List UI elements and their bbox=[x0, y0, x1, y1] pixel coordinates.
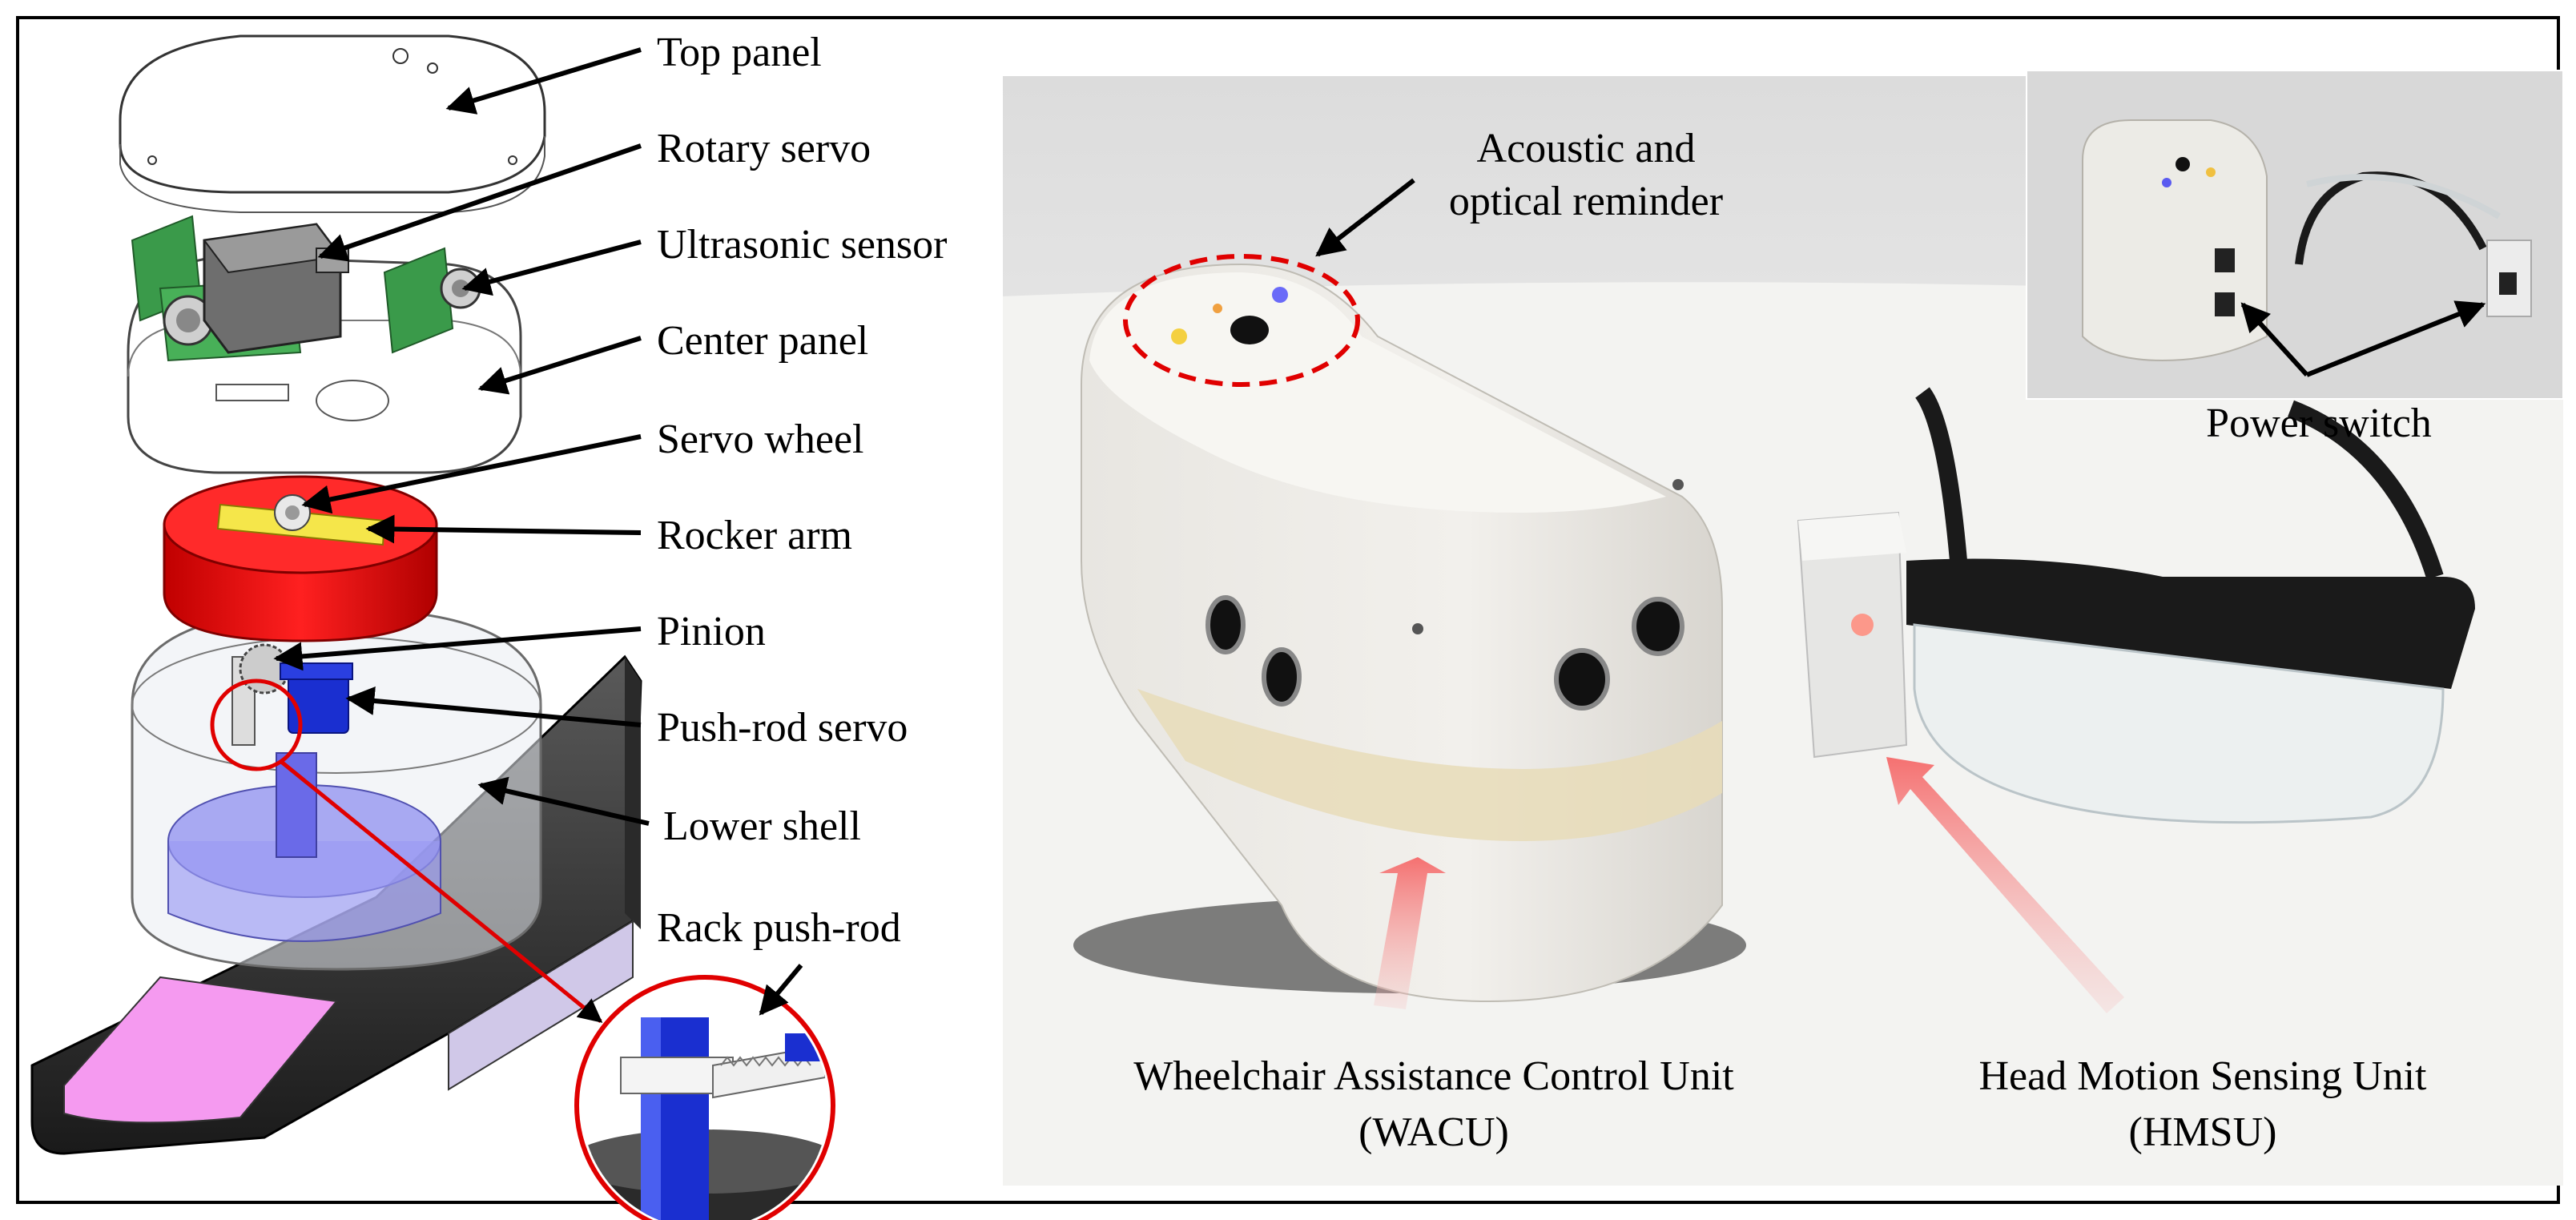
label-center-panel: Center panel bbox=[657, 318, 868, 364]
wacu-ultrasonic-hole-4 bbox=[1632, 597, 1684, 656]
device-photo bbox=[1003, 70, 2564, 1186]
glasses-frame bbox=[1906, 558, 2475, 689]
reminder-callout-ellipse bbox=[1123, 254, 1360, 387]
pink-pad bbox=[63, 976, 338, 1124]
glasses-lens bbox=[1913, 623, 2445, 824]
label-hmsu-line1: Head Motion Sensing Unit bbox=[1979, 1053, 2428, 1099]
red-rotor bbox=[163, 475, 438, 642]
detail-callout-circle bbox=[210, 678, 303, 771]
inset-wacu-switch bbox=[2215, 248, 2235, 272]
label-servo-wheel: Servo wheel bbox=[657, 417, 863, 462]
rotary-servo-block bbox=[203, 223, 349, 354]
label-hmsu-line2: (HMSU) bbox=[2129, 1109, 2277, 1155]
led-yellow-icon bbox=[1171, 328, 1187, 344]
label-ultrasonic-sensor: Ultrasonic sensor bbox=[657, 222, 947, 268]
wacu-ultrasonic-hole-3 bbox=[1554, 648, 1610, 711]
left-labels: Top panel Rotary servo Ultrasonic sensor… bbox=[273, 30, 947, 1016]
wacu-ultrasonic-hole-2 bbox=[1262, 647, 1302, 707]
label-acoustic-line2: optical reminder bbox=[1449, 179, 1723, 224]
detail-callout-line bbox=[279, 759, 603, 1023]
wacu-ultrasonic-hole-1 bbox=[1205, 595, 1246, 654]
inset-hmsu-switch bbox=[2499, 272, 2517, 295]
top-panel-drawing bbox=[119, 34, 546, 213]
wacu-device bbox=[1073, 254, 1746, 1003]
wacu-beige-band bbox=[1137, 689, 1722, 841]
label-rocker-arm: Rocker arm bbox=[657, 513, 852, 558]
label-pinion: Pinion bbox=[657, 609, 766, 654]
push-rod bbox=[276, 752, 317, 858]
label-wacu-line1: Wheelchair Assistance Control Unit bbox=[1133, 1053, 1734, 1099]
label-lower-shell: Lower shell bbox=[663, 803, 861, 849]
inset-photo bbox=[2026, 70, 2564, 400]
right-labels: Acoustic and optical reminder Power swit… bbox=[1133, 126, 2486, 1155]
led-blue-icon bbox=[1272, 287, 1288, 303]
wacu-pointer-arrow bbox=[1374, 857, 1446, 1009]
hmsu-device bbox=[1797, 387, 2475, 824]
label-rotary-servo: Rotary servo bbox=[657, 126, 871, 171]
label-power-switch: Power switch bbox=[2206, 401, 2432, 446]
label-top-panel: Top panel bbox=[657, 30, 822, 75]
hmsu-pointer-arrow bbox=[1886, 757, 2124, 1013]
pcb-right bbox=[383, 247, 454, 354]
label-wacu-line2: (WACU) bbox=[1358, 1109, 1509, 1155]
label-acoustic-line1: Acoustic and bbox=[1477, 126, 1696, 171]
armrest-lavender-strip bbox=[448, 920, 634, 1091]
buzzer-icon bbox=[1230, 316, 1269, 344]
label-rack-push-rod: Rack push-rod bbox=[657, 905, 901, 951]
label-push-rod-servo: Push-rod servo bbox=[657, 705, 908, 751]
